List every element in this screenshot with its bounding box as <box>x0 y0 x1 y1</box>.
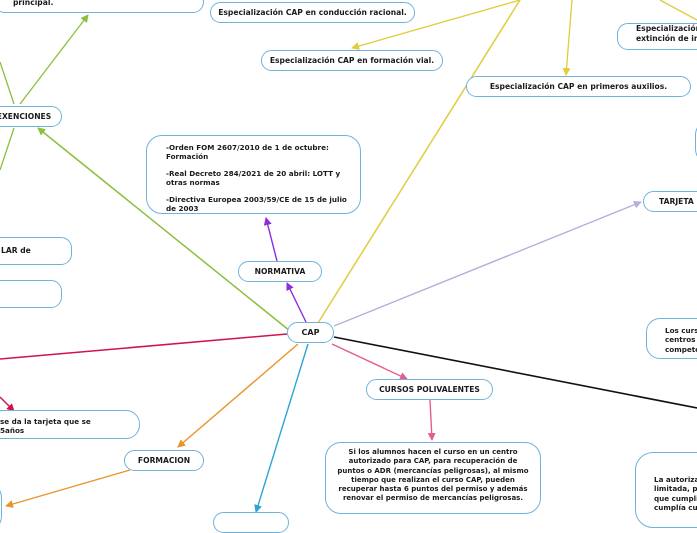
edge-exenciones-principal <box>19 14 89 105</box>
normativa-item: -Real Decreto 284/2021 de 20 abril: LOTT… <box>166 168 341 188</box>
node-esp-extincion-line1: Especialización <box>636 24 697 33</box>
node-lar-label: LAR de <box>1 246 31 255</box>
node-cap[interactable]: CAP <box>287 322 334 343</box>
cursos-centros-line: compete <box>665 344 697 354</box>
node-left-empty[interactable] <box>0 280 62 308</box>
node-bottom-empty[interactable] <box>213 512 289 533</box>
autorizacion-line: cumplía cu <box>654 503 697 513</box>
tarjeta-se-line: 5años <box>0 426 25 436</box>
node-exenciones[interactable]: EXENCIONES <box>0 106 62 127</box>
normativa-item: -Directiva Europea 2003/59/CE de 15 de j… <box>166 194 347 214</box>
autorizacion-box: La autoriza limitada, p que cumpli cumpl… <box>635 452 697 528</box>
polivalentes-text: Si los alumnos hacen el curso en un cent… <box>337 448 529 503</box>
polivalentes-text-box: Si los alumnos hacen el curso en un cent… <box>325 442 541 514</box>
edge-cap-bottom <box>254 343 309 513</box>
node-cursos-polivalentes-label: CURSOS POLIVALENTES <box>379 384 480 394</box>
node-esp-primeros-auxilios-label: Especialización CAP en primeros auxilios… <box>489 81 668 91</box>
autorizacion-line: que cumpli <box>654 493 697 503</box>
node-formacion[interactable]: FORMACION <box>124 450 204 471</box>
node-exenciones-label: EXENCIONES <box>0 111 52 121</box>
edge-cursos-polivalentes-text <box>427 399 436 441</box>
edge-cap-especializaciones <box>317 0 521 324</box>
edge-esp-formacion-vial <box>351 0 521 50</box>
edge-cap-tarjeta <box>333 200 642 327</box>
edge-left-tarjeta-se <box>0 396 15 412</box>
edge-cap-exenciones <box>37 127 291 332</box>
node-esp-formacion-vial-label: Especialización CAP en formación vial. <box>269 55 435 65</box>
normativa-details-box: -Orden FOM 2607/2010 de 1 de octubre: Fo… <box>146 135 361 214</box>
tarjeta-se-line: se da la tarjeta que se <box>0 417 91 426</box>
node-esp-extincion-line2: extinción de inc <box>636 34 697 43</box>
node-tarjeta[interactable]: TARJETA <box>643 191 697 212</box>
node-normativa[interactable]: NORMATIVA <box>238 261 322 282</box>
node-cap-label: CAP <box>301 327 320 337</box>
cursos-centros-line: centros <box>665 335 696 345</box>
node-esp-formacion-vial[interactable]: Especialización CAP en formación vial. <box>261 50 443 71</box>
edge-esp-extincion <box>659 0 697 21</box>
edge-esp-primeros-auxilios <box>562 0 573 76</box>
edge-exenciones-down <box>0 127 15 171</box>
edge-formacion-left <box>5 469 131 508</box>
edge-cap-left <box>0 333 288 360</box>
normativa-item: -Orden FOM 2607/2010 de 1 de octubre: Fo… <box>166 143 329 162</box>
tarjeta-se-box: se da la tarjeta que se 5años <box>0 410 140 439</box>
node-formacion-label: FORMACION <box>137 455 191 465</box>
node-cursos-polivalentes[interactable]: CURSOS POLIVALENTES <box>366 379 493 400</box>
node-esp-extincion[interactable]: Especialización extinción de inc <box>617 23 697 50</box>
mind-map-connectors <box>0 0 697 513</box>
node-principal-label: principal. <box>13 0 54 7</box>
edge-cap-autorizacion <box>333 336 697 409</box>
node-normativa-label: NORMATIVA <box>254 266 306 276</box>
node-esp-conduccion[interactable]: Especialización CAP en conducción racion… <box>210 2 415 23</box>
autorizacion-line: limitada, p <box>654 484 697 494</box>
autorizacion-line: La autoriza <box>654 475 697 484</box>
node-tarjeta-label: TARJETA <box>659 196 694 206</box>
node-lar[interactable]: LAR de <box>0 237 72 265</box>
edge-exenciones-up <box>0 61 15 105</box>
cursos-centros-line: Los curs <box>665 326 697 335</box>
edge-normativa-box <box>263 217 278 262</box>
node-esp-conduccion-label: Especialización CAP en conducción racion… <box>218 7 407 17</box>
node-principal[interactable]: principal. <box>0 0 204 13</box>
node-esp-primeros-auxilios[interactable]: Especialización CAP en primeros auxilios… <box>466 76 691 97</box>
edge-cap-cursos-polivalentes <box>331 343 408 380</box>
edge-cap-normativa <box>286 282 307 323</box>
cursos-centros-box: Los curs centros compete <box>646 318 697 359</box>
edge-cap-formacion <box>177 343 299 448</box>
